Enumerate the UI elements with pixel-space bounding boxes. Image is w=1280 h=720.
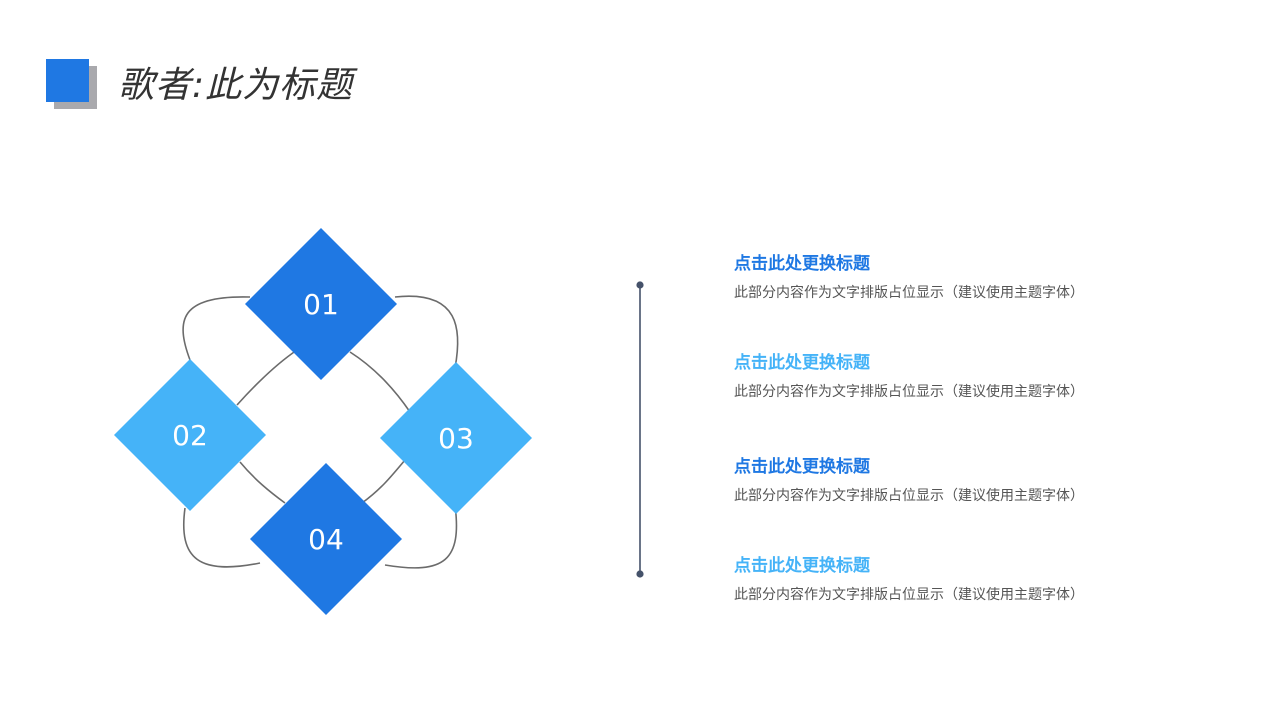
outline-inner-bottom-right <box>361 459 406 504</box>
diamond-02: 02 <box>114 359 266 511</box>
diamond-04-label: 04 <box>308 523 344 556</box>
item-title[interactable]: 点击此处更换标题 <box>734 457 870 477</box>
item-title[interactable]: 点击此处更换标题 <box>734 353 870 373</box>
title-accent-square <box>46 59 89 102</box>
outline-curve-top <box>182 296 251 361</box>
diamond-02-label: 02 <box>172 419 208 452</box>
timeline-dot-bottom <box>636 570 644 578</box>
diamond-04-shape <box>250 463 402 615</box>
diamond-02-shape <box>114 359 266 511</box>
diamond-diagram: 01 02 03 04 <box>114 228 532 615</box>
list-item: 点击此处更换标题 此部分内容作为文字排版占位显示（建议使用主题字体） <box>734 253 1234 303</box>
item-description[interactable]: 此部分内容作为文字排版占位显示（建议使用主题字体） <box>734 285 1084 301</box>
item-description[interactable]: 此部分内容作为文字排版占位显示（建议使用主题字体） <box>734 587 1084 603</box>
outline-curve-right <box>384 504 458 569</box>
item-title[interactable]: 点击此处更换标题 <box>734 556 870 576</box>
timeline <box>636 281 644 578</box>
page-title: 歌者:此为标题 <box>118 65 354 106</box>
diagram-outline <box>182 295 459 569</box>
diamond-03: 03 <box>380 362 532 514</box>
item-title[interactable]: 点击此处更换标题 <box>734 254 870 274</box>
diamond-04: 04 <box>250 463 402 615</box>
list-item: 点击此处更换标题 此部分内容作为文字排版占位显示（建议使用主题字体） <box>734 352 1234 402</box>
item-description[interactable]: 此部分内容作为文字排版占位显示（建议使用主题字体） <box>734 384 1084 400</box>
diamond-01-label: 01 <box>303 288 339 321</box>
list-item: 点击此处更换标题 此部分内容作为文字排版占位显示（建议使用主题字体） <box>734 555 1234 605</box>
diamond-01-shape <box>245 228 397 380</box>
diamond-03-shape <box>380 362 532 514</box>
item-description[interactable]: 此部分内容作为文字排版占位显示（建议使用主题字体） <box>734 488 1084 504</box>
diamond-03-label: 03 <box>438 422 474 455</box>
outline-curve-bottom <box>183 507 261 568</box>
outline-inner-bottom-left <box>239 461 286 504</box>
outline-inner-left <box>236 349 298 406</box>
list-item: 点击此处更换标题 此部分内容作为文字排版占位显示（建议使用主题字体） <box>734 456 1234 506</box>
timeline-dot-top <box>636 281 644 289</box>
outline-inner-right <box>349 351 411 413</box>
diamond-01: 01 <box>245 228 397 380</box>
outline-curve-top-right <box>394 295 459 369</box>
